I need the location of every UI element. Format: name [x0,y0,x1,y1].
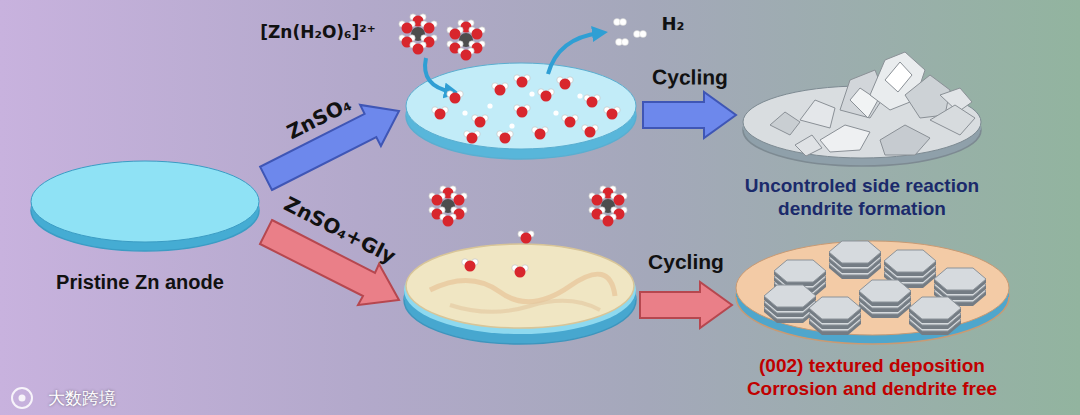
disc-outline [405,62,637,160]
electrolyte-disc: [Zn(H₂O)₆]²⁺H₂ [405,62,637,160]
disc-face [31,161,259,242]
cycling-arrow [643,92,736,138]
zinc-ion-clusters-bottom [429,186,467,227]
watermark-logo [19,395,26,402]
textured-deposit [774,260,826,298]
disc-face [736,241,1009,335]
ion-label: [Zn(H₂O)₆]²⁺ [260,22,376,42]
water-on-surface [472,115,488,128]
dendrite-crystals [770,112,800,135]
arrow-label: Cycling [652,64,728,89]
arrow-label: Cycling [648,249,724,274]
water-on-surface [447,91,463,104]
textured-deposit [934,268,986,306]
dendrite-crystals [885,62,912,92]
dendrite-crystals [930,105,975,135]
dendrite-crystals [820,125,870,152]
water-on-surface [432,107,448,120]
water-on-surface [497,131,513,144]
gly-coated-disc [404,244,636,344]
water-on-surface [529,91,534,96]
textured-deposit [764,241,986,335]
disc-outline [735,240,1010,345]
water-on-surface [464,131,480,144]
water-on-surface [487,103,492,108]
hydrogen-release-arrow [548,33,600,74]
water-on-gly-layer [462,231,534,278]
disc-outline [30,160,260,252]
zinc-ion-clusters-bottom [429,186,627,227]
zinc-ion-clusters-top [399,14,485,61]
water-on-surface [432,75,620,144]
hydrogen-gas [634,31,647,38]
water-on-surface [584,95,600,108]
water-on-surface [577,93,582,98]
zinc-ion-clusters-bottom [589,186,627,227]
textured-deposit [909,297,961,335]
dendrite-crystals [940,88,972,112]
cycling-arrow [640,282,732,328]
water-on-surface [492,83,508,96]
water-on-surface [462,110,467,115]
gas-label: H₂ [662,13,685,35]
water-on-gly-layer [462,259,478,272]
dendrite-crystals [770,52,975,156]
water-on-surface [604,107,620,120]
zinc-ion-clusters-top [447,20,485,61]
watermark-logo [12,388,32,408]
hydrogen-gas [616,39,629,46]
water-on-surface [562,115,578,128]
dendrite-crystals [905,75,950,118]
watermark-logo [12,388,32,408]
water-on-surface [532,127,548,140]
zn-anode-disc: Pristine Zn anode [30,160,260,252]
ion-approach-arrow [425,58,452,92]
dendrite-crystals [870,52,925,110]
dendrite-crystals [840,70,885,118]
hydrogen-gas [614,19,627,26]
zinc-ion-clusters-top [399,14,437,55]
hydrogen-gas [614,19,647,46]
water-on-surface [514,105,530,118]
water-on-gly-layer [518,231,534,244]
result-text: Uncontroled side reaction dendrite forma… [717,175,1007,221]
gly-coated-disc [430,274,615,302]
arrow-label: ZnSO₄+Gly [280,192,400,269]
textured-disc: (002) textured deposition Corrosion and … [735,240,1010,345]
gly-coated-disc [404,246,636,334]
result-text: (002) textured deposition Corrosion and … [727,355,1017,401]
gly-coated-disc [406,244,634,328]
water-on-surface [553,110,558,115]
textured-deposit [884,250,936,288]
dendrite-crystals [850,88,878,118]
dendrite-disc: Uncontroled side reaction dendrite forma… [742,85,982,167]
water-on-surface [514,75,530,88]
dendrite-crystals [800,100,835,128]
disc-face [743,86,981,158]
watermark: 大数跨境 [48,388,116,408]
gly-coated-disc [404,256,636,344]
water-on-surface [538,89,554,102]
textured-deposit [829,241,881,279]
cycling-arrow [640,282,732,328]
water-on-surface [509,123,514,128]
textured-deposit [859,280,911,318]
water-on-gly-layer [512,265,528,278]
arrow-label: ZnSO₄ [283,92,355,145]
disc-face [406,63,636,149]
dendrite-crystals [795,135,822,156]
gly-coated-disc [450,301,600,312]
disc-outline [742,85,982,167]
textured-deposit [764,285,816,323]
water-on-surface [582,125,598,138]
gly-coated-disc [404,290,636,300]
water-on-surface [557,77,573,90]
anode-label: Pristine Zn anode [56,270,224,294]
textured-deposit [809,297,861,335]
dendrite-crystals [880,125,930,155]
